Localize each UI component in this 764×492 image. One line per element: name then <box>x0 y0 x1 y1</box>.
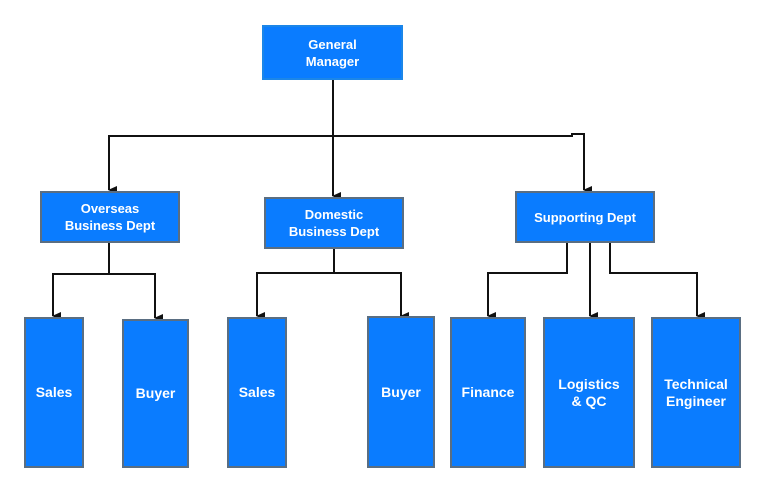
node-domestic-business-dept: Domestic Business Dept <box>264 197 404 249</box>
node-domestic-sales: Sales <box>227 317 287 468</box>
node-logistics-qc: Logistics & QC <box>543 317 635 468</box>
node-supporting-dept: Supporting Dept <box>515 191 655 243</box>
node-domestic-buyer: Buyer <box>367 316 435 468</box>
connector-supporting-technical <box>609 242 705 320</box>
connector-overseas-sales <box>52 273 109 320</box>
connector-overseas-buyer <box>109 273 163 322</box>
connector-domestic-sales <box>256 272 334 320</box>
connector-supporting-finance <box>487 242 568 320</box>
connector-domestic-buyer <box>334 272 409 320</box>
node-general-manager: General Manager <box>262 25 403 80</box>
node-overseas-business-dept: Overseas Business Dept <box>40 191 180 243</box>
connector-gm-overseas <box>108 135 333 194</box>
node-finance: Finance <box>450 317 526 468</box>
connector-gm-supporting <box>333 133 592 194</box>
node-overseas-buyer: Buyer <box>122 319 189 468</box>
node-technical-engineer: Technical Engineer <box>651 317 741 468</box>
node-overseas-sales: Sales <box>24 317 84 468</box>
